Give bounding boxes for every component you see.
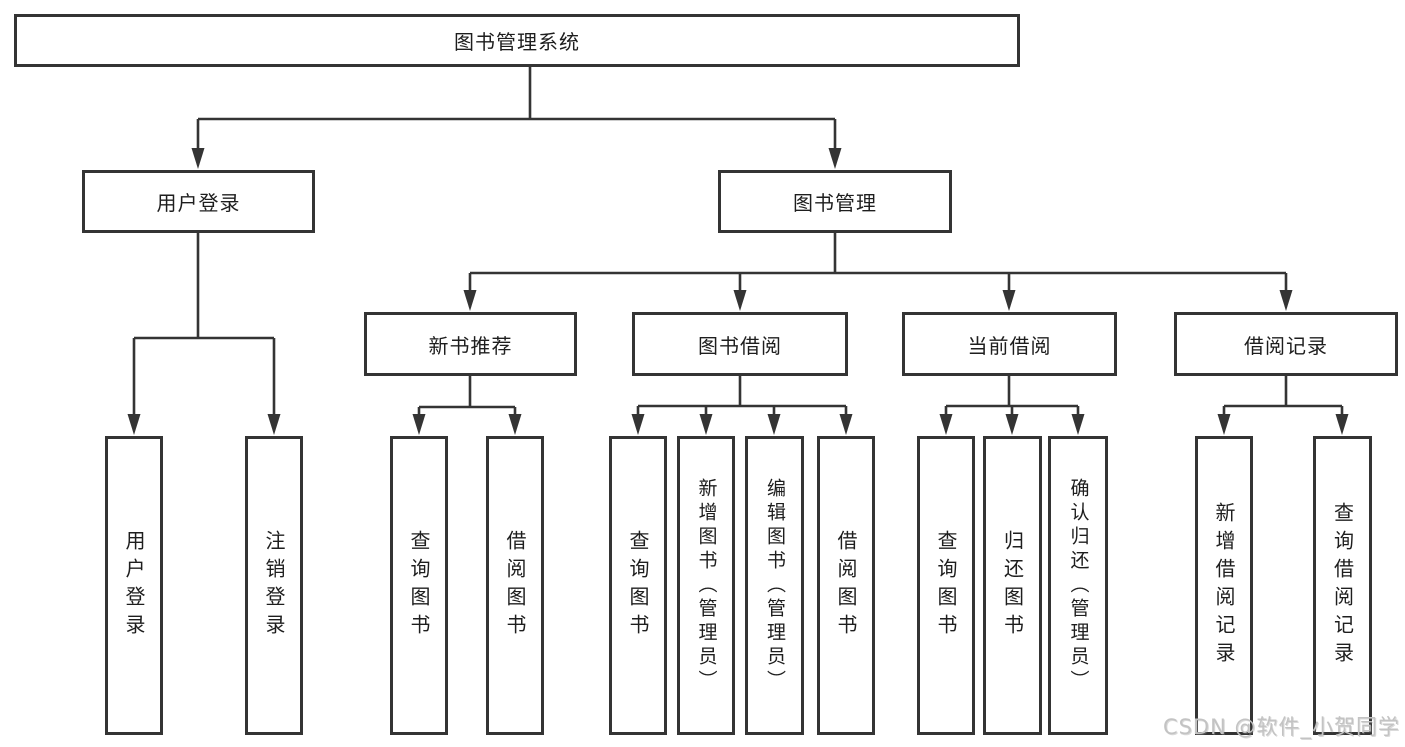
node-label: 查询图书 [407,529,431,642]
node-label: 新书推荐 [428,333,513,358]
node-label: 当前借阅 [967,333,1052,358]
node-label: 借阅图书 [834,529,858,642]
node-current-borrowing: 当前借阅 [902,312,1117,376]
node-borrow-records: 借阅记录 [1174,312,1398,376]
leaf-return-books: 归还图书 [983,436,1042,735]
node-library-management-system: 图书管理系统 [14,14,1020,67]
leaf-edit-book-admin: 编辑图书（管理员） [745,436,804,735]
node-book-borrowing: 图书借阅 [632,312,848,376]
leaf-logout: 注销登录 [245,436,303,735]
leaf-add-borrow-record: 新增借阅记录 [1195,436,1253,735]
node-label: 确认归还（管理员） [1067,477,1090,694]
node-label: 编辑图书（管理员） [764,477,786,694]
node-user-login: 用户登录 [82,170,315,233]
leaf-confirm-return-admin: 确认归还（管理员） [1048,436,1108,735]
node-book-management: 图书管理 [718,170,952,233]
node-label: 图书借阅 [698,333,782,358]
node-label: 查询图书 [626,529,650,642]
leaf-borrow-books-recommend: 借阅图书 [486,436,544,735]
leaf-query-books-current: 查询图书 [917,436,975,735]
leaf-query-books-borrow: 查询图书 [609,436,667,735]
arrowheads [127,148,1349,435]
node-label: 图书管理系统 [454,30,580,54]
node-label: 用户登录 [156,191,241,215]
node-label: 用户登录 [122,529,146,642]
node-label: 借阅图书 [503,529,527,642]
leaf-user-login: 用户登录 [105,436,163,735]
node-label: 查询图书 [934,529,958,642]
leaf-add-book-admin: 新增图书（管理员） [677,436,735,735]
node-new-book-recommendation: 新书推荐 [364,312,577,376]
node-label: 归还图书 [1000,529,1025,642]
leaf-borrow-books: 借阅图书 [817,436,875,735]
node-label: 新增借阅记录 [1212,501,1236,670]
csdn-watermark: CSDN @软件_小贺同学 [1162,715,1400,739]
node-label: 借阅记录 [1244,333,1328,358]
node-label: 图书管理 [793,191,877,215]
tree-connectors [132,67,1344,416]
leaf-query-books-recommend: 查询图书 [390,436,448,735]
leaf-query-borrow-record: 查询借阅记录 [1313,436,1372,735]
node-label: 注销登录 [262,529,286,642]
node-label: 查询借阅记录 [1330,501,1355,670]
node-label: 新增图书（管理员） [695,477,718,694]
